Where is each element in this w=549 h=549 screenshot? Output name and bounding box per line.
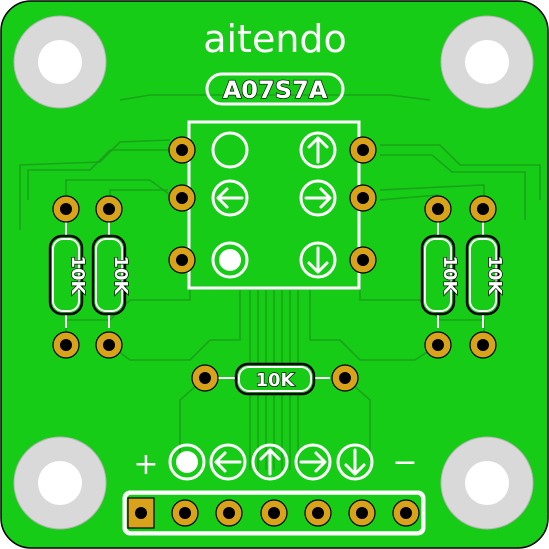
resistor-right-a-label: 10K (439, 256, 460, 296)
empty-circle-icon (211, 131, 249, 169)
resistor-left-a-label: 10K (67, 256, 88, 296)
resistor-right-b: 10K (465, 222, 506, 328)
header-arrow-down-icon (336, 443, 374, 481)
arrow-right-icon (299, 179, 337, 217)
switch-pads (168, 136, 377, 274)
resistor-right-b-label: 10K (484, 256, 505, 296)
header-arrow-left-icon (209, 443, 247, 481)
brand-label: aitendo (203, 17, 347, 61)
resistor-left-a: 10K (48, 222, 89, 328)
mount-hole-bottom-left (13, 436, 107, 530)
filled-circle-icon (211, 241, 249, 279)
header-arrow-right-icon (294, 443, 332, 481)
resistor-right-a: 10K (420, 222, 461, 328)
header-filled-circle-icon (168, 443, 206, 481)
arrow-up-icon (299, 131, 337, 169)
plus-label: + (133, 447, 158, 482)
pin-header (122, 490, 426, 536)
arrow-down-icon (299, 241, 337, 279)
mount-hole-top-left (13, 15, 107, 109)
arrow-left-icon (211, 179, 249, 217)
minus-label: − (392, 445, 417, 480)
resistor-bottom: 10K (191, 362, 359, 396)
part-number-frame (205, 72, 345, 106)
resistor-left-b-label: 10K (110, 256, 131, 296)
header-arrow-up-icon (251, 443, 289, 481)
mount-hole-top-right (440, 15, 534, 109)
part-number-label: A07S7A (223, 76, 328, 104)
resistor-left-b: 10K (91, 222, 132, 328)
mount-hole-bottom-right (440, 436, 534, 530)
resistor-bottom-label: 10K (256, 370, 296, 391)
resistor-pads (52, 195, 497, 359)
